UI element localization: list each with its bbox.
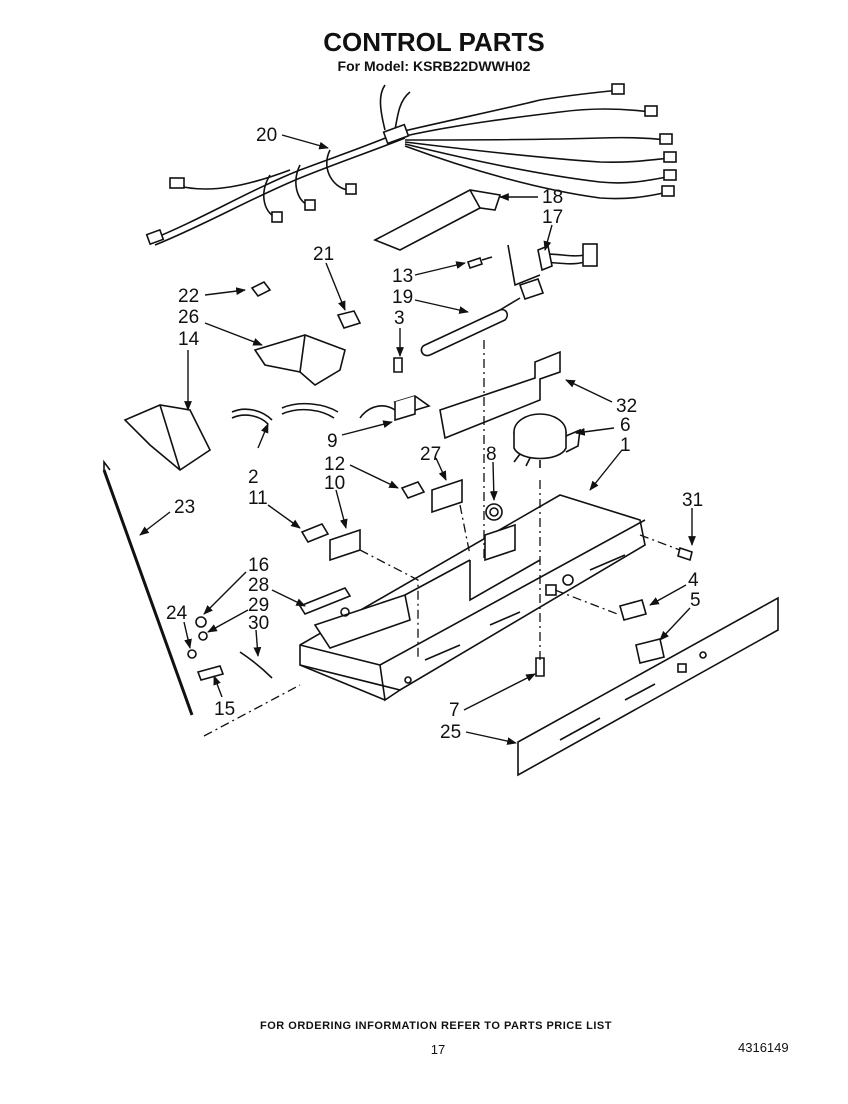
wiring-harness-part	[145, 83, 677, 246]
callout-4: 4	[688, 570, 699, 591]
callout-24: 24	[166, 603, 188, 624]
control-rod-part	[102, 459, 194, 716]
fastener-parts	[187, 616, 273, 681]
callout-11: 11	[248, 488, 268, 509]
callout-8: 8	[486, 444, 497, 465]
callout-19: 19	[392, 287, 413, 308]
cover-part	[253, 334, 346, 386]
callout-10: 10	[324, 473, 345, 494]
callout-3: 3	[394, 308, 405, 329]
callout-23: 23	[174, 497, 195, 518]
callout-29: 29	[248, 595, 269, 616]
callout-7: 7	[449, 700, 460, 721]
callout-22: 22	[178, 286, 199, 307]
model-subtitle: For Model: KSRB22DWWH02	[338, 58, 531, 74]
rocker-switch-parts	[619, 599, 665, 664]
document-number: 4316149	[738, 1040, 789, 1055]
ordering-note: FOR ORDERING INFORMATION REFER TO PARTS …	[260, 1020, 612, 1032]
callout-27: 27	[420, 444, 441, 465]
bracket-part	[373, 189, 502, 251]
callout-12: 12	[324, 454, 345, 475]
callout-25: 25	[440, 722, 461, 743]
insulation-plate-part	[439, 350, 561, 440]
leader-lines	[139, 134, 696, 745]
knob-part	[485, 503, 503, 521]
callout-21: 21	[313, 244, 334, 265]
lever-bracket-part	[298, 587, 352, 617]
housing-cover-part	[123, 404, 212, 471]
callout-28: 28	[248, 575, 269, 596]
callout-5: 5	[690, 590, 701, 611]
callout-9: 9	[327, 431, 338, 452]
wire-clip-parts	[300, 481, 426, 543]
control-housing-part	[299, 494, 646, 702]
timer-motor-part	[513, 413, 581, 468]
tubing-part	[231, 402, 339, 425]
switch-part	[359, 357, 431, 422]
callout-17: 17	[542, 207, 563, 228]
sensor-assembly-part	[420, 243, 598, 357]
callout-26: 26	[178, 307, 199, 328]
callout-13: 13	[392, 266, 413, 287]
callout-20: 20	[256, 125, 277, 146]
callout-30: 30	[248, 613, 269, 634]
callout-14: 14	[178, 329, 200, 350]
callout-1: 1	[620, 435, 631, 456]
faceplate-part	[517, 596, 779, 777]
screw-part	[677, 546, 693, 562]
callout-labels: 20 18 17 21 13 22 19 26 3 14 32 6 9 1 27…	[166, 125, 703, 743]
callout-6: 6	[620, 415, 631, 436]
callout-2: 2	[248, 467, 259, 488]
callout-31: 31	[682, 490, 703, 511]
callout-15: 15	[214, 699, 235, 720]
small-clip-parts	[250, 280, 362, 329]
label-parts	[329, 478, 463, 562]
page-number: 17	[431, 1042, 445, 1057]
callout-18: 18	[542, 187, 563, 208]
callout-16: 16	[248, 555, 269, 576]
mounting-screw-part	[535, 657, 545, 677]
alignment-lines	[203, 340, 681, 737]
callout-32: 32	[616, 396, 637, 417]
page-title: CONTROL PARTS	[323, 27, 544, 57]
